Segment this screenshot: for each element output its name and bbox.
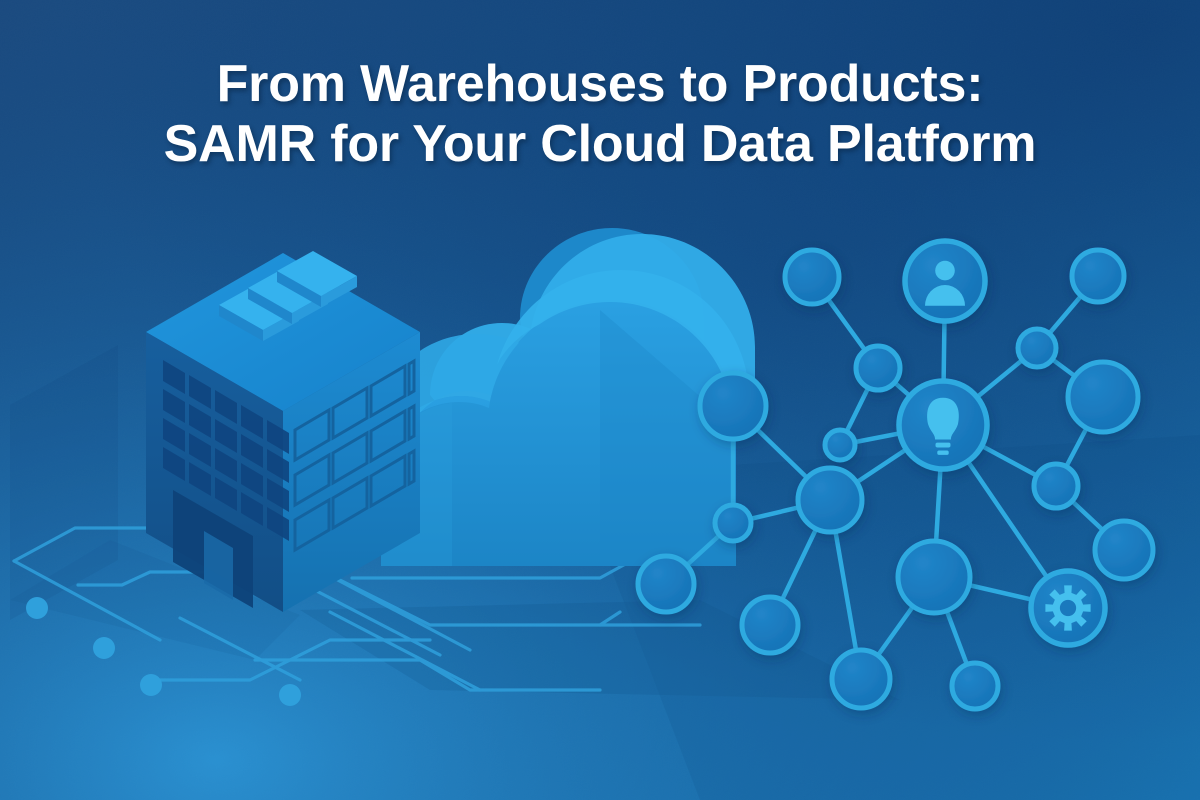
network-node xyxy=(782,247,842,307)
left-face-windows xyxy=(163,360,289,541)
network-node xyxy=(949,660,1001,712)
network-node xyxy=(712,502,754,544)
circuit-trace-endpoint-dots xyxy=(26,597,301,706)
node-network-graph xyxy=(635,238,1156,712)
network-node xyxy=(1015,326,1059,370)
network-icon-nodes xyxy=(896,238,1108,648)
network-node xyxy=(697,370,769,442)
network-node xyxy=(1069,247,1127,305)
network-node xyxy=(822,427,858,463)
person-icon xyxy=(925,260,965,306)
lightbulb-icon xyxy=(927,397,959,455)
network-node xyxy=(895,538,973,616)
circuit-traces xyxy=(12,526,702,692)
network-node xyxy=(1031,461,1081,511)
network-node xyxy=(1092,518,1156,582)
network-node xyxy=(635,553,697,615)
gear-icon xyxy=(1045,585,1091,631)
network-node xyxy=(739,594,801,656)
network-node xyxy=(795,465,865,535)
network-node xyxy=(1065,359,1141,435)
building-entrance xyxy=(173,490,253,608)
network-node xyxy=(829,647,893,711)
warehouse-building xyxy=(146,251,420,612)
network-node-user xyxy=(902,238,988,324)
roof-units xyxy=(219,251,357,341)
cloud-shape xyxy=(375,228,755,566)
network-node-idea xyxy=(896,378,990,472)
network-node-settings xyxy=(1028,568,1108,648)
network-nodes xyxy=(635,247,1156,712)
right-face-windows xyxy=(293,358,416,553)
network-node xyxy=(853,343,903,393)
